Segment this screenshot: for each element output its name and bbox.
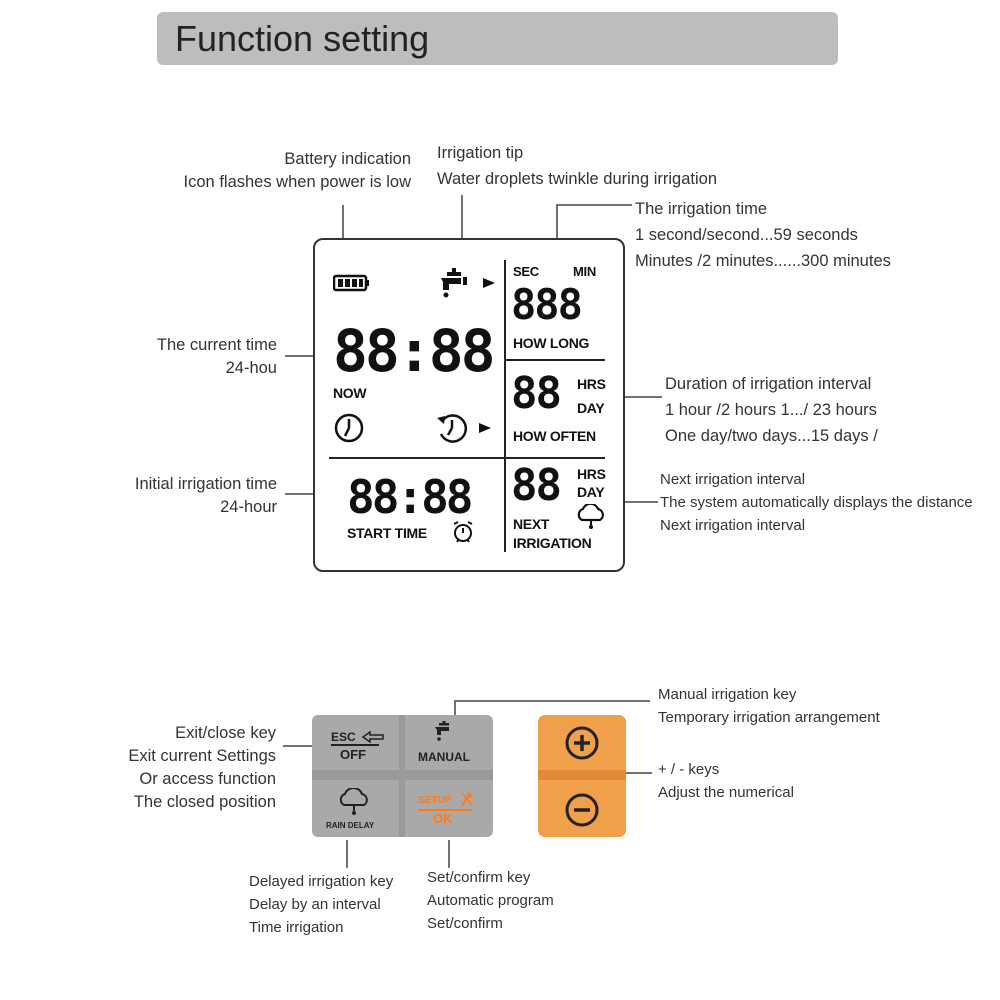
rain-delay-button[interactable]: RAIN DELAY [312, 780, 399, 837]
keypad-divider-h [312, 770, 493, 780]
next-interval-annotation: Next irrigation interval The system auto… [660, 471, 973, 534]
cycle-clock-icon [437, 414, 491, 443]
off-label: OFF [340, 747, 366, 762]
page-title: Function setting [175, 18, 430, 59]
plus-icon [565, 726, 599, 760]
next-label: NEXT [513, 516, 550, 532]
esc-off-button[interactable]: ESC OFF [312, 715, 399, 770]
interval-digits: 88 [511, 368, 562, 419]
day-label: DAY [577, 400, 605, 416]
irrigation-time-annotation: The irrigation time 1 second/second...59… [635, 200, 891, 270]
rain-cloud-icon [339, 788, 368, 815]
start-time-digits: 88:88 [347, 470, 473, 524]
plus-minus-annotation: + / - keys Adjust the numerical [658, 761, 794, 801]
minus-button[interactable] [538, 780, 626, 837]
alarm-clock-icon [453, 521, 473, 543]
setup-label: SETUP [418, 795, 452, 806]
how-long-digits: 888 [511, 280, 583, 329]
battery-annotation: Battery indication Icon flashes when pow… [183, 150, 411, 191]
esc-label: ESC [331, 730, 356, 744]
how-often-label: HOW OFTEN [513, 428, 596, 444]
setup-underline [418, 809, 472, 811]
title-bar: Function setting [157, 12, 838, 65]
esc-underline [331, 744, 379, 746]
rain-cloud-icon [577, 504, 604, 529]
next-hrs-label: HRS [577, 466, 606, 482]
minus-icon [565, 793, 599, 827]
manual-label: MANUAL [418, 750, 470, 764]
min-label: MIN [573, 264, 596, 279]
now-label: NOW [333, 385, 367, 401]
duration-interval-annotation: Duration of irrigation interval 1 hour /… [665, 375, 878, 445]
lcd-dividers [329, 260, 605, 552]
ok-label: OK [433, 811, 453, 826]
next-digits: 88 [511, 460, 562, 511]
clock-icon [334, 413, 364, 443]
start-time-label: START TIME [347, 525, 427, 541]
irrigation-tip-annotation: Irrigation tip Water droplets twinkle du… [437, 144, 718, 188]
setup-ok-button[interactable]: SETUP OK [405, 780, 493, 837]
hrs-label: HRS [577, 376, 606, 392]
plus-minus-keypad [538, 715, 626, 837]
plus-minus-divider [538, 770, 626, 780]
delay-key-annotation: Delayed irrigation key Delay by an inter… [249, 873, 394, 936]
manual-button[interactable]: MANUAL [405, 715, 493, 770]
back-arrow-icon [362, 731, 384, 743]
manual-key-annotation: Manual irrigation key Temporary irrigati… [658, 686, 880, 726]
battery-icon [333, 274, 369, 292]
irrigation-label: IRRIGATION [513, 535, 592, 551]
sec-label: SEC [513, 264, 539, 279]
exit-key-annotation: Exit/close key Exit current Settings Or … [128, 724, 276, 811]
lcd-display: SEC MIN 888 HOW LONG 88:88 NOW 88 HRS DA… [313, 238, 625, 572]
plus-button[interactable] [538, 715, 626, 770]
faucet-icon [441, 268, 495, 298]
keypad: ESC OFF MANUAL RAIN DELAY SETUP [312, 715, 493, 837]
next-day-label: DAY [577, 484, 605, 500]
how-long-label: HOW LONG [513, 335, 590, 351]
rain-delay-label: RAIN DELAY [326, 821, 375, 830]
wrench-icon [461, 792, 473, 806]
current-time-digits: 88:88 [333, 317, 496, 385]
setup-key-annotation: Set/confirm key Automatic program Set/co… [427, 869, 554, 932]
initial-time-annotation: Initial irrigation time 24-hour [134, 475, 277, 516]
faucet-icon [435, 721, 449, 741]
current-time-annotation: The current time 24-hou [156, 336, 277, 377]
